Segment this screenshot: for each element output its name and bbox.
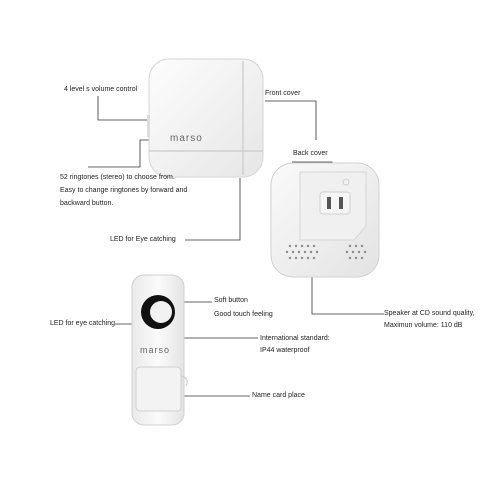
standard-line-1: International standard: bbox=[260, 335, 330, 342]
plug-prong-left bbox=[327, 197, 331, 209]
side-button bbox=[147, 115, 150, 137]
led-transmitter-label: LED for eye catching bbox=[50, 320, 115, 327]
receiver-back bbox=[270, 162, 380, 278]
led-receiver-leader bbox=[185, 178, 241, 241]
volume-label: 4 level s volume control bbox=[64, 86, 138, 93]
plug-face bbox=[319, 191, 351, 215]
soft-button-line-2: Good touch feeling bbox=[214, 311, 273, 318]
ringtones-line-1: 52 ringtones (stereo) to choose from. bbox=[60, 174, 175, 181]
speaker-line-2: Maximun volume: 110 dB bbox=[384, 322, 463, 329]
ringtones-leader bbox=[88, 139, 150, 168]
back-cover-label: Back cover bbox=[293, 150, 328, 157]
receiver-brand-logo: marso bbox=[170, 133, 203, 144]
led-receiver-label: LED for Eye catching bbox=[110, 236, 176, 243]
receiver-front bbox=[147, 58, 264, 178]
soft-button-line-1: Soft button bbox=[214, 297, 248, 304]
ringtones-line-3: backward button. bbox=[60, 200, 114, 207]
soft-button bbox=[150, 301, 172, 323]
plug-prong-right bbox=[339, 197, 343, 209]
standard-line-2: IP44 waterproof bbox=[260, 347, 310, 354]
name-card-label: Name card place bbox=[252, 392, 305, 399]
name-card-slot bbox=[135, 366, 182, 412]
speaker-grille bbox=[285, 244, 367, 260]
speaker-line-1: Speaker at CD sound quality, bbox=[384, 310, 475, 317]
volume-leader bbox=[97, 96, 150, 121]
screw-icon bbox=[342, 178, 350, 186]
front-cover-leader bbox=[265, 100, 317, 140]
speaker-leader bbox=[311, 270, 384, 315]
card-clip bbox=[180, 375, 188, 387]
front-cover-label: Front cover bbox=[265, 90, 301, 97]
transmitter bbox=[131, 274, 188, 426]
ringtones-line-2: Easy to change ringtones by forward and bbox=[60, 187, 188, 194]
transmitter-brand-logo: marso bbox=[140, 345, 171, 355]
